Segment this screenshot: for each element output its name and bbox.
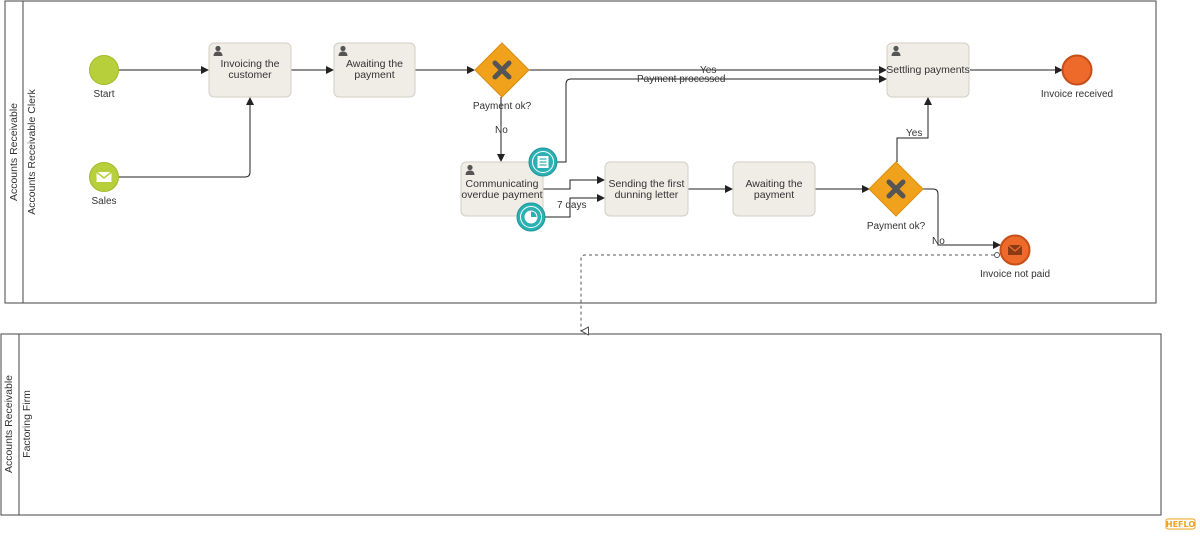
start-event-label: Start [93,89,114,100]
user-icon [465,164,475,175]
message-start-event-label: Sales [91,196,116,207]
task-label: Awaiting the [745,178,802,190]
exclusive-gateway[interactable] [474,42,530,98]
message-start-event[interactable] [89,162,119,192]
clock-icon [524,210,538,224]
flow-communicating-to-sending [543,176,605,190]
end-event-invoice-received[interactable] [1061,54,1093,86]
document-icon [537,156,549,168]
heflo-logo: HEFLO [1165,518,1196,530]
task-awaiting-the-payment[interactable]: Awaiting the payment [333,42,416,98]
pool-accounts-receivable-clerk[interactable]: Accounts Receivable Accounts Receivable … [4,0,1157,304]
sequence-flows [119,66,1063,249]
lane-label: Accounts Receivable Clerk [26,89,38,215]
flow-timer-to-sending [545,194,605,218]
task-label: Settling payments [886,64,969,76]
flow-gateway2-yes-to-settling [896,97,932,162]
user-icon [338,45,348,56]
flow-payment-processed [557,75,887,163]
logo-text: HEFLO [1166,520,1195,529]
user-icon [213,45,223,56]
x-icon [886,179,906,199]
task-label: Invoicing the [221,58,280,70]
exclusive-gateway-2[interactable] [868,161,924,217]
gateway-label: Payment ok? [473,101,532,112]
task-invoicing-the-customer[interactable]: Invoicing the customer [208,42,292,98]
task-label: Awaiting the [346,58,403,70]
task-label: dunning letter [615,189,679,201]
flow-label-yes: Yes [906,128,922,139]
end-event-label: Invoice not paid [980,269,1050,280]
pool-factoring-firm[interactable]: Accounts Receivable Factoring Firm [0,333,1162,516]
envelope-icon [96,171,112,182]
flow-label-yes: Yes [700,65,716,76]
pool-label: Accounts Receivable [8,103,20,201]
user-icon [891,45,901,56]
message-flow [581,252,1000,332]
flow-gateway2-no-to-end [922,188,1001,249]
flow-label-no: No [932,236,945,247]
task-communicating-overdue-payment[interactable]: Communicating overdue payment [460,161,544,217]
task-awaiting-the-payment-2[interactable]: Awaiting the payment [732,161,816,217]
task-label: Sending the first [609,178,685,190]
x-icon [492,60,512,80]
end-event-invoice-not-paid[interactable] [999,234,1031,266]
task-sending-first-dunning-letter[interactable]: Sending the first dunning letter [604,161,689,217]
task-label: customer [228,69,272,81]
flow-label-seven-days: 7 days [557,200,586,211]
boundary-timer-event[interactable] [516,202,546,232]
end-event-label: Invoice received [1041,89,1113,100]
task-label: payment [354,69,394,81]
flow-label-no: No [495,125,508,136]
envelope-icon [1007,244,1023,255]
task-label: Communicating [466,178,539,190]
lane-label: Factoring Firm [21,390,33,458]
task-label: payment [754,189,794,201]
task-settling-payments[interactable]: Settling payments [886,42,970,98]
flow-sales-to-invoicing [119,97,254,178]
boundary-conditional-event[interactable] [528,147,558,177]
flow-label-payment-processed: Payment processed [637,74,725,85]
gateway-label: Payment ok? [867,221,926,232]
task-label: overdue payment [461,189,542,201]
start-event[interactable] [89,55,119,85]
pool-label: Accounts Receivable [3,375,15,473]
